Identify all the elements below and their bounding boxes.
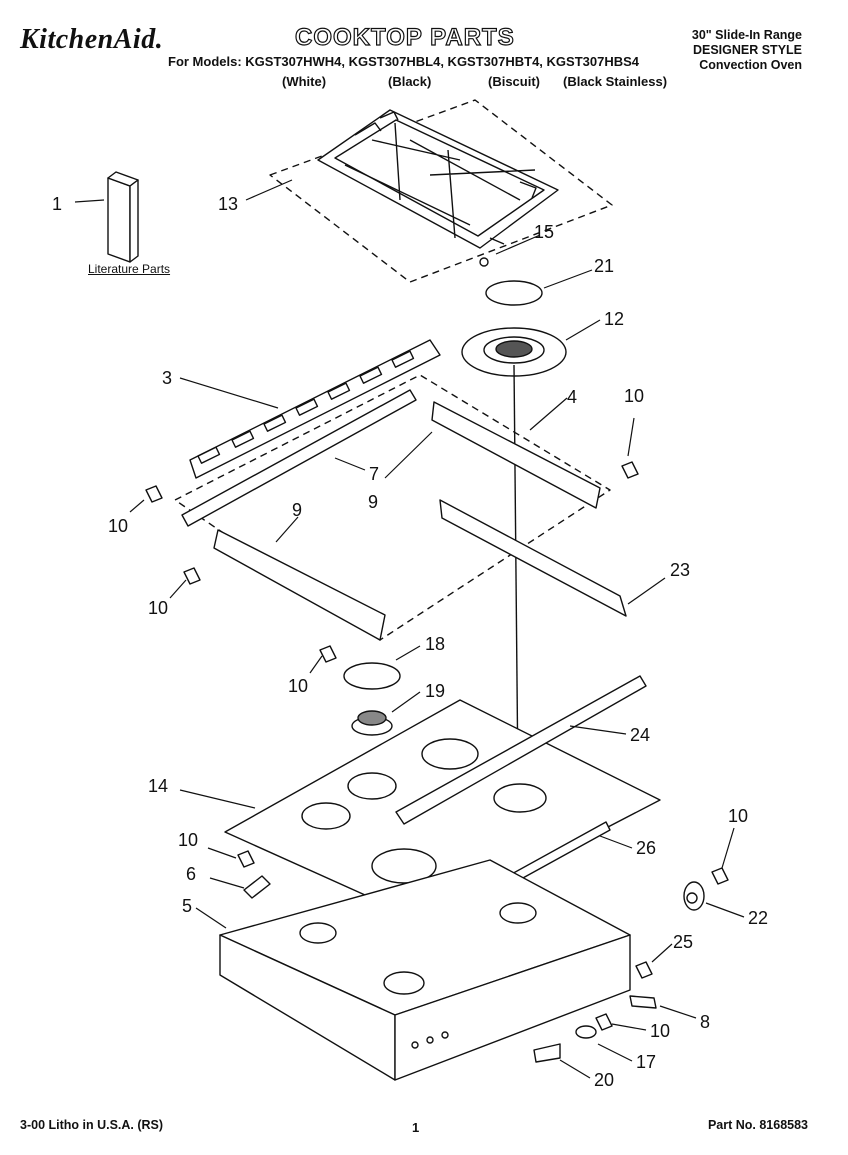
callout-19: 19 <box>425 681 445 701</box>
alignment-line <box>513 364 519 786</box>
orifice-holder <box>533 1043 561 1063</box>
igniter-plate <box>683 881 705 911</box>
callout-24: 24 <box>630 725 650 745</box>
burner-box <box>219 859 631 1081</box>
callout-26: 26 <box>636 838 656 858</box>
callout-9b: 9 <box>292 500 302 520</box>
callout-10c: 10 <box>148 598 168 618</box>
callout-9a: 9 <box>368 492 378 512</box>
leader-lines <box>74 179 745 1079</box>
callout-18: 18 <box>425 634 445 654</box>
callout-3: 3 <box>162 368 172 388</box>
model-list: For Models: KGST307HWH4, KGST307HBL4, KG… <box>168 54 640 69</box>
callout-14: 14 <box>148 776 168 796</box>
variant-label-black-stainless: (Black Stainless) <box>563 74 668 89</box>
callout-12: 12 <box>604 309 624 329</box>
callout-labels: 1 13 15 21 12 3 4 10 7 9 9 10 10 23 10 1… <box>52 194 768 1090</box>
screws <box>145 461 729 1031</box>
callout-15: 15 <box>534 222 554 242</box>
page-title: COOKTOP PARTS <box>294 23 515 51</box>
part-number: Part No. 8168583 <box>707 1118 808 1132</box>
callout-8: 8 <box>700 1012 710 1032</box>
burner-gasket <box>343 662 401 690</box>
callout-22: 22 <box>748 908 768 928</box>
burner-cap <box>485 280 543 306</box>
mounting-bracket <box>243 875 271 899</box>
cooktop-surface <box>224 699 661 923</box>
print-info: 3-00 Litho in U.S.A. (RS) <box>20 1118 164 1132</box>
callout-10a: 10 <box>624 386 644 406</box>
switch-bracket <box>629 995 657 1009</box>
trim-strip <box>439 499 627 617</box>
callout-13: 13 <box>218 194 238 214</box>
page-number: 1 <box>412 1120 420 1135</box>
side-rail-left <box>213 529 386 641</box>
burner-base <box>351 710 393 736</box>
callout-1: 1 <box>52 194 62 214</box>
callout-6: 6 <box>186 864 196 884</box>
side-rail-right <box>431 401 601 509</box>
burner-grate <box>269 99 613 283</box>
range-type: 30" Slide-In Range <box>691 28 802 42</box>
callout-4: 4 <box>567 387 577 407</box>
callout-10g: 10 <box>650 1021 670 1041</box>
brand-logo: KitchenAid. <box>20 24 164 55</box>
literature-parts-label: Literature Parts <box>88 262 171 276</box>
literature-booklet <box>107 171 139 263</box>
range-oven: Convection Oven <box>699 58 802 72</box>
range-style: DESIGNER STYLE <box>692 43 802 57</box>
variant-label-biscuit: (Biscuit) <box>488 74 540 89</box>
callout-7: 7 <box>369 464 379 484</box>
callout-23: 23 <box>670 560 690 580</box>
callout-20: 20 <box>594 1070 614 1090</box>
vent-panel <box>189 339 441 479</box>
callout-10b: 10 <box>108 516 128 536</box>
front-rail <box>181 389 417 527</box>
cooktop-strip <box>395 675 647 825</box>
variant-label-black: (Black) <box>388 74 432 89</box>
callout-5: 5 <box>182 896 192 916</box>
callout-10d: 10 <box>288 676 308 696</box>
callout-10f: 10 <box>728 806 748 826</box>
burner-ring <box>461 327 567 377</box>
variant-label-white: (White) <box>282 74 327 89</box>
callout-21: 21 <box>594 256 614 276</box>
callout-17: 17 <box>636 1052 656 1072</box>
callout-10e: 10 <box>178 830 198 850</box>
valve-connector <box>575 1025 597 1039</box>
callout-25: 25 <box>673 932 693 952</box>
